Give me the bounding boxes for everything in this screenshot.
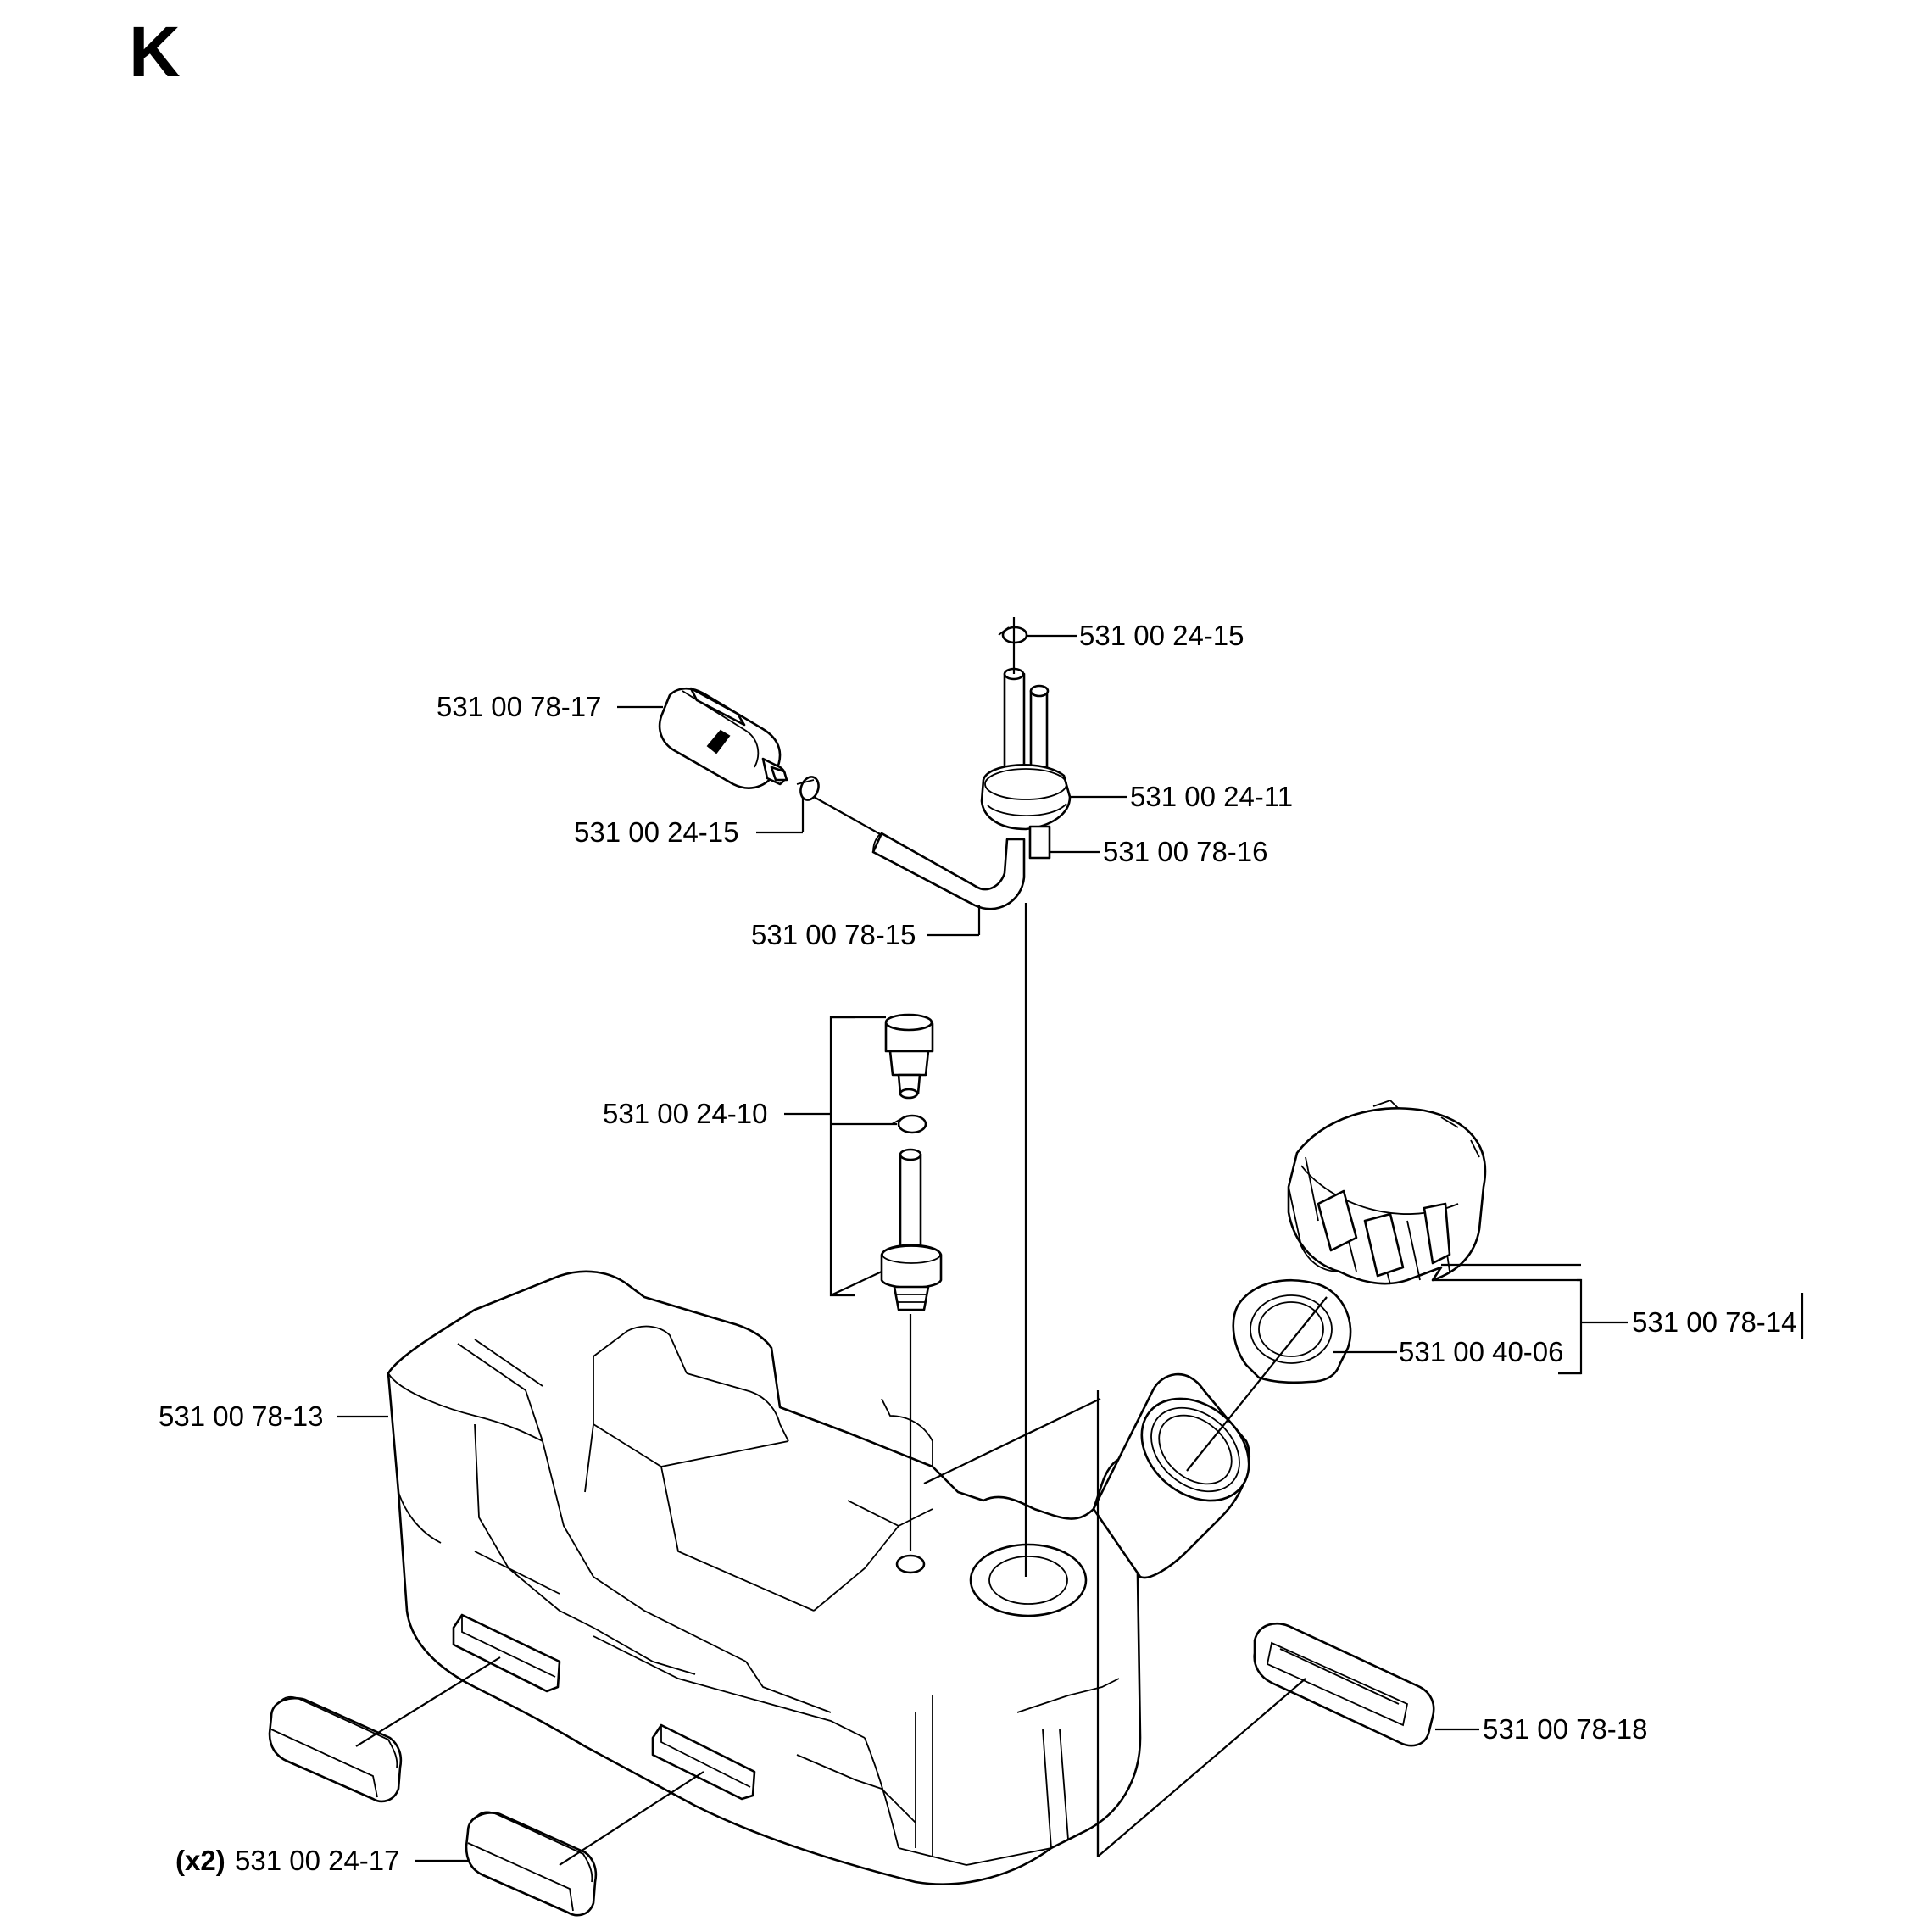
callout-clip-filter: 531 00 24-15 xyxy=(574,816,739,848)
vent-tube xyxy=(1028,825,1051,860)
callout-fitting-assembly: 531 00 24-10 xyxy=(603,1098,768,1129)
clip-top xyxy=(998,626,1028,644)
pad-right xyxy=(1253,1623,1435,1747)
pad-loose-bottom xyxy=(465,1811,598,1917)
callout-foam-pad-right: 531 00 78-18 xyxy=(1483,1713,1648,1745)
callout-fuel-tank: 531 00 78-13 xyxy=(159,1400,324,1432)
callout-pad-qty: (x2) xyxy=(175,1845,225,1876)
callout-pad: 531 00 24-17 xyxy=(235,1845,400,1876)
pad-loose-left xyxy=(268,1695,403,1803)
fuel-line xyxy=(871,832,1026,910)
callout-vent-tube: 531 00 78-16 xyxy=(1103,836,1268,867)
callout-fuel-filter: 531 00 78-17 xyxy=(437,691,602,722)
clip-filter-side xyxy=(796,776,820,801)
fitting-assembly xyxy=(880,1013,943,1311)
callout-clip-top: 531 00 24-15 xyxy=(1079,620,1244,651)
pad-left-mounted xyxy=(452,1613,561,1693)
fuel-tank xyxy=(387,1270,1251,1885)
fuel-filter xyxy=(658,687,788,789)
cap-gasket xyxy=(1232,1279,1352,1384)
fuel-cap xyxy=(1287,1099,1487,1285)
callout-cap-gasket: 531 00 40-06 xyxy=(1399,1336,1564,1367)
section-letter: K xyxy=(129,12,181,92)
callout-fuel-line: 531 00 78-15 xyxy=(751,919,916,950)
leader-lines xyxy=(337,617,1804,1866)
callout-grommet-vent: 531 00 24-11 xyxy=(1130,781,1293,812)
pad-center-mounted xyxy=(651,1723,756,1801)
grommet-vent xyxy=(980,667,1072,831)
callout-fuel-cap-assembly: 531 00 78-14 xyxy=(1632,1306,1797,1338)
